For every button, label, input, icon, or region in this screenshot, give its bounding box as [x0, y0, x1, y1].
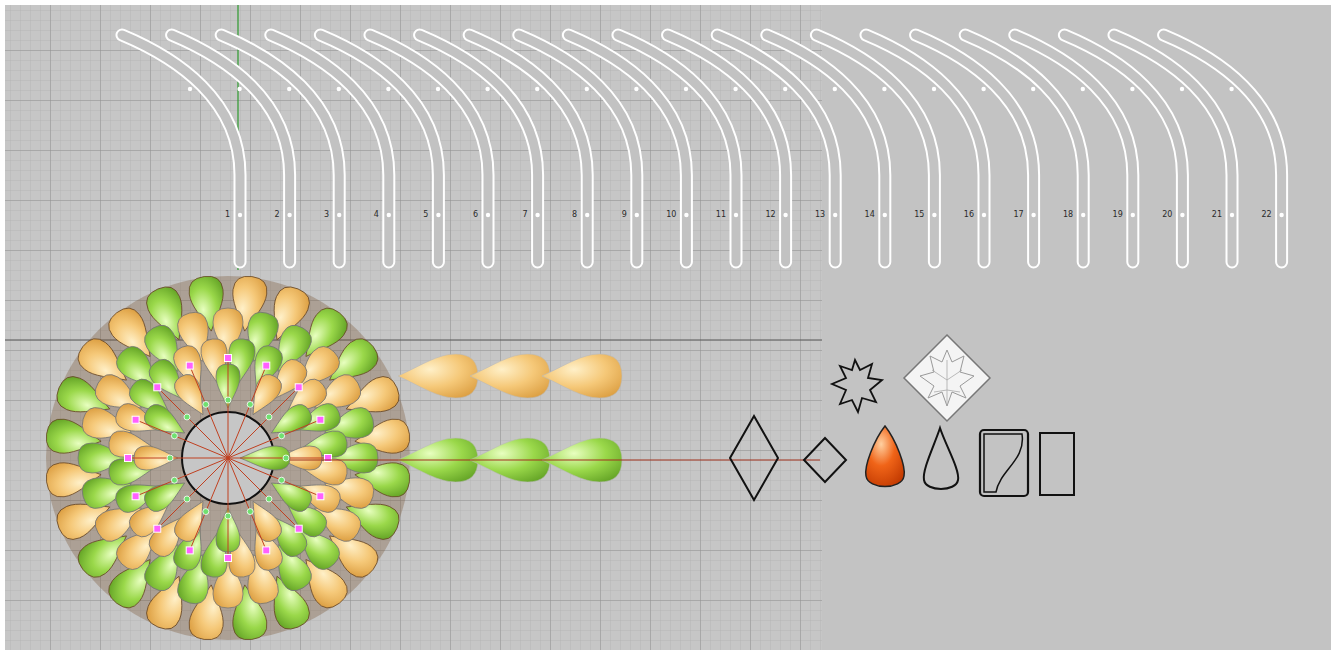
- petal-rows: [398, 354, 622, 482]
- grid-ground: [5, 5, 822, 650]
- strip-number: 8: [563, 210, 577, 220]
- strip-number: 6: [464, 210, 478, 220]
- strip-number: 17: [1010, 210, 1024, 220]
- strip-number: 15: [910, 210, 924, 220]
- strip-number: 2: [266, 210, 280, 220]
- strip-number: 10: [662, 210, 676, 220]
- strip-number: 5: [414, 210, 428, 220]
- strip-number: 13: [811, 210, 825, 220]
- strip-outline: [1164, 35, 1282, 262]
- strip-number: 11: [712, 210, 726, 220]
- strip-number: 18: [1059, 210, 1073, 220]
- petal-flower: [44, 274, 411, 641]
- strip-number: 20: [1158, 210, 1172, 220]
- strip-number: 16: [960, 210, 974, 220]
- strip-outlines: [122, 35, 1284, 262]
- strip-number: 7: [514, 210, 528, 220]
- strip-number: 22: [1258, 210, 1272, 220]
- strip-number: 21: [1208, 210, 1222, 220]
- strip-number: 9: [613, 210, 627, 220]
- plain-ground: [822, 5, 1331, 650]
- strip-number: 4: [365, 210, 379, 220]
- strip-number: 14: [861, 210, 875, 220]
- strip-number: 19: [1109, 210, 1123, 220]
- strip-number: 12: [762, 210, 776, 220]
- strip-number: 3: [315, 210, 329, 220]
- shape-library: [290, 335, 1074, 500]
- strip-number: 1: [216, 210, 230, 220]
